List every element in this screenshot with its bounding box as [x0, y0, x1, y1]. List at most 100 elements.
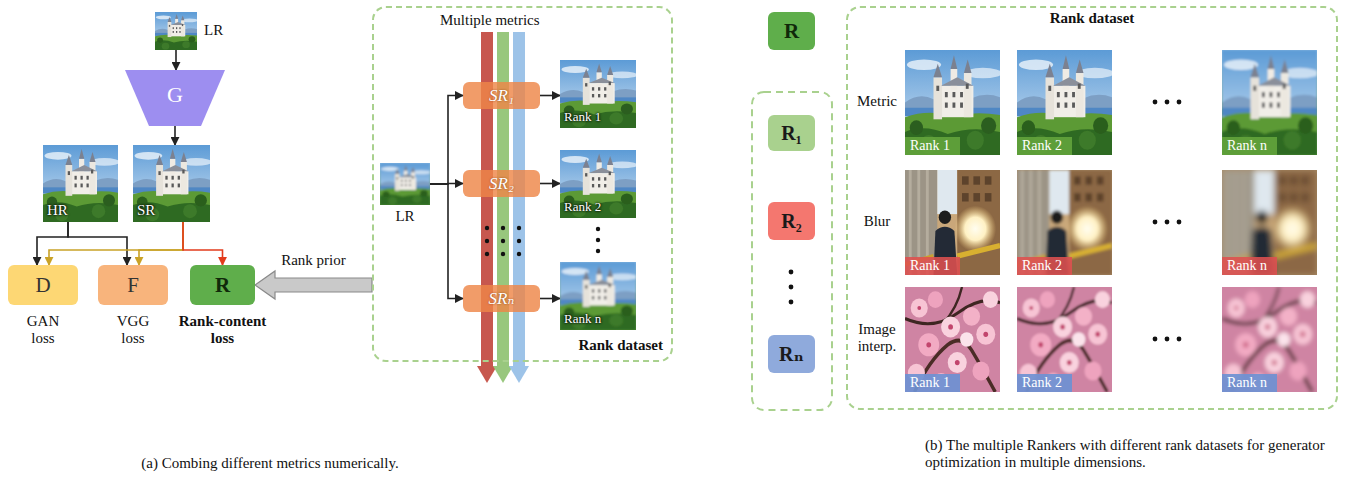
- arrow-connector: [68, 222, 127, 265]
- node-label: Rank n: [1222, 137, 1277, 155]
- ranked-image: Rank n: [560, 262, 636, 330]
- panel-title: Rank dataset: [578, 337, 663, 354]
- arrow-connector: [37, 222, 68, 265]
- row-label: Blur: [850, 213, 904, 230]
- node-label: Rank 1: [564, 110, 601, 125]
- node-label: Rₙ: [779, 343, 804, 366]
- node-label: Rank 2: [1017, 374, 1072, 392]
- node-label: Rank 2: [1017, 137, 1072, 155]
- arrow-connector: [540, 298, 560, 300]
- trapezoid-fill: [125, 70, 225, 126]
- generator-block: G: [125, 70, 225, 126]
- illustration-part: [501, 239, 505, 243]
- illustration-part: [789, 270, 794, 275]
- photo-content: [1017, 170, 1112, 275]
- illustration-part: [596, 227, 600, 231]
- illustration-part: [1165, 100, 1170, 105]
- ranked-image: Rank n: [1222, 50, 1317, 155]
- loss-label: VGG loss: [108, 313, 158, 348]
- sr-model-box: SR₂: [463, 170, 540, 197]
- ranked-image: Rank 2: [560, 150, 636, 218]
- photo-content: [155, 12, 197, 50]
- ranker-group-frame: [752, 92, 832, 410]
- ranked-image: Rank 2: [1017, 170, 1112, 275]
- node-label: Rank 2: [564, 200, 601, 215]
- photo-content: [905, 287, 1000, 392]
- illustration-part: [485, 252, 489, 256]
- bar-arrowhead: [493, 366, 513, 383]
- node-label: F: [127, 273, 139, 297]
- arrow-connector: [174, 126, 176, 145]
- node-label: LR: [395, 208, 414, 225]
- node-label: Rank 1: [905, 137, 960, 155]
- photo-content: [43, 145, 118, 222]
- input-image: LR: [155, 12, 197, 50]
- row-label: Image interp.: [850, 321, 904, 356]
- illustration-part: [596, 249, 600, 253]
- node-label: Rank n: [1222, 374, 1277, 392]
- photo-content: [380, 163, 430, 205]
- arrow-connector: [540, 95, 560, 97]
- ranked-image: Rank 1: [905, 170, 1000, 275]
- rank-dataset-panel: LR SR₁ SR₂ SRₙ Rank 1 Rank 2 Rank n Multiple me…: [372, 6, 673, 362]
- illustration-part: [1153, 337, 1158, 342]
- edge-label: Rank prior: [279, 252, 348, 269]
- caption: (a) Combing different metrics numericall…: [80, 455, 460, 472]
- ranker-box: Rₙ: [768, 335, 815, 373]
- node-label: Rank 1: [905, 374, 960, 392]
- rank-dataset-panel: Rank 1 Rank 2 Rank n Rank 1 Rank 2 Rank n Rank…: [846, 6, 1338, 410]
- photo-content: [560, 150, 636, 218]
- illustration-part: [501, 252, 505, 256]
- feature-extractor-box: FVGG loss: [98, 265, 168, 305]
- arrow-connector: [183, 222, 223, 265]
- ranked-image: Rank 1: [560, 60, 636, 128]
- arrow-connector: [430, 96, 463, 185]
- arrow-connector: [540, 183, 560, 185]
- panel-title: Multiple metrics: [440, 12, 540, 29]
- photo-content: [560, 262, 636, 330]
- row-label: Metric: [850, 93, 904, 110]
- caption: (b) The multiple Rankers with different …: [925, 437, 1333, 472]
- node-label: HR: [47, 202, 68, 219]
- photo-content: [1222, 287, 1317, 392]
- illustration-part: [517, 226, 521, 230]
- bar-arrowhead: [477, 366, 497, 383]
- node-label: R: [784, 19, 799, 43]
- ranked-image: Rank 2: [1017, 287, 1112, 392]
- photo-content: [1222, 170, 1317, 275]
- ranker-box: RRank-content loss: [190, 265, 255, 305]
- photo: [380, 163, 430, 205]
- node-label: Rank n: [1222, 257, 1277, 275]
- ranker-box: R₁: [768, 115, 815, 151]
- node-label: R₂: [781, 210, 801, 233]
- block-arrow: [255, 271, 372, 299]
- bar-arrowhead: [509, 366, 529, 383]
- illustration-part: [517, 252, 521, 256]
- photo-content: [1222, 50, 1317, 155]
- node-label: SR₂: [489, 174, 514, 194]
- illustration-part: [789, 285, 794, 290]
- node-label: Rank n: [564, 312, 601, 327]
- illustration-part: [1177, 337, 1182, 342]
- node-label: D: [35, 273, 50, 297]
- photo-content: [905, 170, 1000, 275]
- ranked-image: Rank 1: [905, 287, 1000, 392]
- sr-model-box: SR₁: [463, 82, 540, 109]
- node-label: SR: [137, 202, 155, 219]
- illustration-part: [485, 226, 489, 230]
- illustration-part: [789, 300, 794, 305]
- illustration-part: [501, 226, 505, 230]
- ranked-image: Rank n: [1222, 287, 1317, 392]
- photo: [155, 12, 197, 50]
- illustration-part: [517, 239, 521, 243]
- arrow-connector: [430, 184, 463, 299]
- loss-label: Rank-content loss: [173, 313, 273, 348]
- photo-content: [133, 145, 210, 222]
- sr-model-box: SRₙ: [463, 285, 540, 312]
- panel-title: Rank dataset: [1050, 10, 1135, 27]
- ranked-image: Rank 1: [905, 50, 1000, 155]
- illustration-part: [1177, 220, 1182, 225]
- sr-image: SR: [133, 145, 210, 222]
- photo-content: [1017, 50, 1112, 155]
- node-label: Rank 1: [905, 257, 960, 275]
